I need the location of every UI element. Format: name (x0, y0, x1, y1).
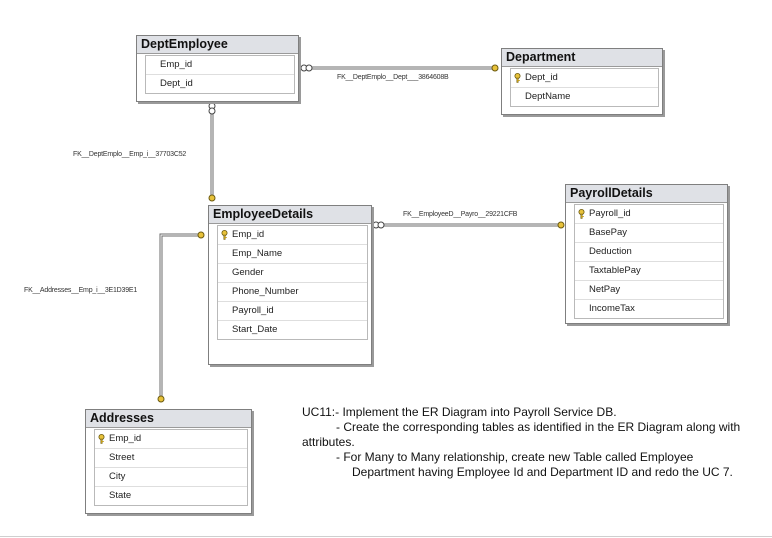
column-row[interactable]: TaxtablePay (575, 262, 723, 281)
relationship-label-dept-employee-employee: FK__DeptEmplo__Emp_i__37703C52 (73, 151, 187, 158)
table-title: DeptEmployee (137, 36, 298, 54)
column-name: Emp_id (109, 433, 142, 444)
column-row[interactable]: Emp_id (218, 226, 367, 245)
table-department[interactable]: Department Dept_id DeptName (501, 48, 663, 115)
column-name: Dept_id (160, 78, 193, 89)
column-name: Dept_id (525, 72, 558, 83)
note-line: UC11:- Implement the ER Diagram into Pay… (302, 405, 617, 419)
note-line: attributes. (302, 435, 355, 449)
column-name: State (109, 490, 132, 501)
column-name: Deduction (589, 246, 632, 257)
column-name: IncomeTax (589, 303, 635, 314)
key-end-icon (197, 231, 205, 239)
relationship-addresses-employee (157, 231, 205, 403)
column-row[interactable]: NetPay (575, 281, 723, 300)
table-columns: Emp_id Street City State (94, 429, 248, 506)
table-columns: Emp_id Dept_id (145, 55, 295, 94)
relationship-label-dept-employee-department: FK__DeptEmplo__Dept___3864608B (337, 74, 449, 81)
column-name: TaxtablePay (589, 265, 641, 276)
column-row[interactable]: Gender (218, 264, 367, 283)
table-title: Department (502, 49, 662, 67)
key-end-icon (208, 194, 216, 202)
column-name: Emp_id (160, 59, 193, 70)
key-end-icon (157, 395, 165, 403)
column-row[interactable]: Payroll_id (575, 205, 723, 224)
column-row[interactable]: Start_Date (218, 321, 367, 339)
primary-key-icon (98, 434, 105, 444)
column-row[interactable]: Dept_id (511, 69, 658, 88)
relationship-label-addresses-employee: FK__Addresses__Emp_i__3E1D39E1 (24, 287, 138, 294)
primary-key-icon (514, 73, 521, 83)
column-name: Phone_Number (232, 286, 299, 297)
table-columns: Dept_id DeptName (510, 68, 659, 107)
column-row[interactable]: Dept_id (146, 75, 294, 93)
relationship-dept-employee-employee (208, 102, 216, 202)
key-end-icon (557, 221, 565, 229)
note-line: Department having Employee Id and Depart… (352, 465, 733, 479)
column-name: City (109, 471, 126, 482)
column-name: NetPay (589, 284, 621, 295)
key-end-icon (491, 64, 499, 72)
many-end-icon (377, 221, 385, 229)
column-row[interactable]: State (95, 487, 247, 505)
note-line: - For Many to Many relationship, create … (336, 450, 694, 464)
table-payroll-details[interactable]: PayrollDetails Payroll_id BasePay Deduct… (565, 184, 728, 324)
table-columns: Emp_id Emp_Name Gender Phone_Number Payr… (217, 225, 368, 340)
table-employee-details[interactable]: EmployeeDetails Emp_id Emp_Name Gender P… (208, 205, 372, 365)
table-dept-employee[interactable]: DeptEmployee Emp_id Dept_id (136, 35, 299, 102)
table-title: EmployeeDetails (209, 206, 371, 224)
primary-key-icon (221, 230, 228, 240)
relationship-dept-employee-department (300, 64, 499, 72)
column-name: Gender (232, 267, 264, 278)
primary-key-icon (578, 209, 585, 219)
table-title: Addresses (86, 410, 251, 428)
table-title: PayrollDetails (566, 185, 727, 203)
column-row[interactable]: Emp_id (146, 56, 294, 75)
column-row[interactable]: Emp_id (95, 430, 247, 449)
table-columns: Payroll_id BasePay Deduction TaxtablePay… (574, 204, 724, 319)
column-name: Payroll_id (589, 208, 631, 219)
relationship-label-employee-payroll: FK__EmployeeD__Payro__29221CFB (403, 211, 518, 218)
column-row[interactable]: Deduction (575, 243, 723, 262)
column-name: Emp_id (232, 229, 265, 240)
column-row[interactable]: City (95, 468, 247, 487)
column-row[interactable]: DeptName (511, 88, 658, 106)
column-name: Start_Date (232, 324, 278, 335)
column-row[interactable]: Emp_Name (218, 245, 367, 264)
use-case-notes: UC11:- Implement the ER Diagram into Pay… (302, 405, 752, 480)
table-addresses[interactable]: Addresses Emp_id Street City State (85, 409, 252, 514)
many-end-icon (208, 107, 216, 115)
divider (0, 536, 772, 537)
column-row[interactable]: IncomeTax (575, 300, 723, 318)
column-row[interactable]: Payroll_id (218, 302, 367, 321)
relationship-employee-payroll (372, 221, 565, 229)
column-name: Emp_Name (232, 248, 283, 259)
column-row[interactable]: Street (95, 449, 247, 468)
column-name: DeptName (525, 91, 571, 102)
column-name: BasePay (589, 227, 628, 238)
column-name: Payroll_id (232, 305, 274, 316)
column-row[interactable]: Phone_Number (218, 283, 367, 302)
column-row[interactable]: BasePay (575, 224, 723, 243)
column-name: Street (109, 452, 135, 463)
note-line: - Create the corresponding tables as ide… (336, 420, 741, 434)
many-end-icon (305, 64, 313, 72)
